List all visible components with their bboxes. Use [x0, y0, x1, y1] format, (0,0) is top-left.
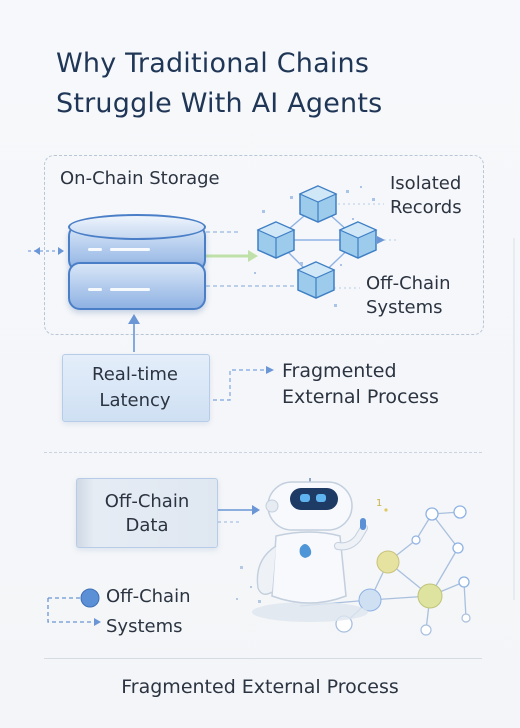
off-chain-data-box: [76, 478, 218, 548]
cube-icon: [298, 185, 338, 223]
svg-text:1: 1: [376, 498, 382, 509]
latency-label: Real-time Latency: [92, 364, 178, 411]
section-divider: [44, 452, 482, 453]
footer-caption: Fragmented External Process: [121, 676, 399, 698]
robot-icon: 1: [252, 478, 388, 622]
isolated-records-label: Isolated Records: [390, 173, 462, 218]
page-title: Why Traditional Chains Struggle With AI …: [56, 44, 476, 124]
off-chain-systems-label: Off-Chain Systems: [366, 273, 451, 318]
cube-icon: [296, 261, 336, 299]
footer-divider: [44, 658, 482, 659]
cube-icon: [338, 221, 378, 259]
latency-box: [62, 354, 210, 422]
network-icon: [299, 505, 471, 636]
cube-icon: [256, 221, 296, 259]
legend-label-line1: Off-Chain: [106, 586, 191, 607]
title-line-2: Struggle With AI Agents: [56, 88, 383, 119]
on-chain-storage-label: On-Chain Storage: [60, 168, 220, 189]
fragmented-process-label: Fragmented External Process: [282, 360, 439, 408]
on-chain-panel: [44, 155, 484, 335]
title-line-1: Why Traditional Chains: [56, 48, 370, 79]
off-chain-data-label: Off-Chain Data: [104, 491, 190, 536]
legend-label-line2: Systems: [106, 616, 183, 637]
